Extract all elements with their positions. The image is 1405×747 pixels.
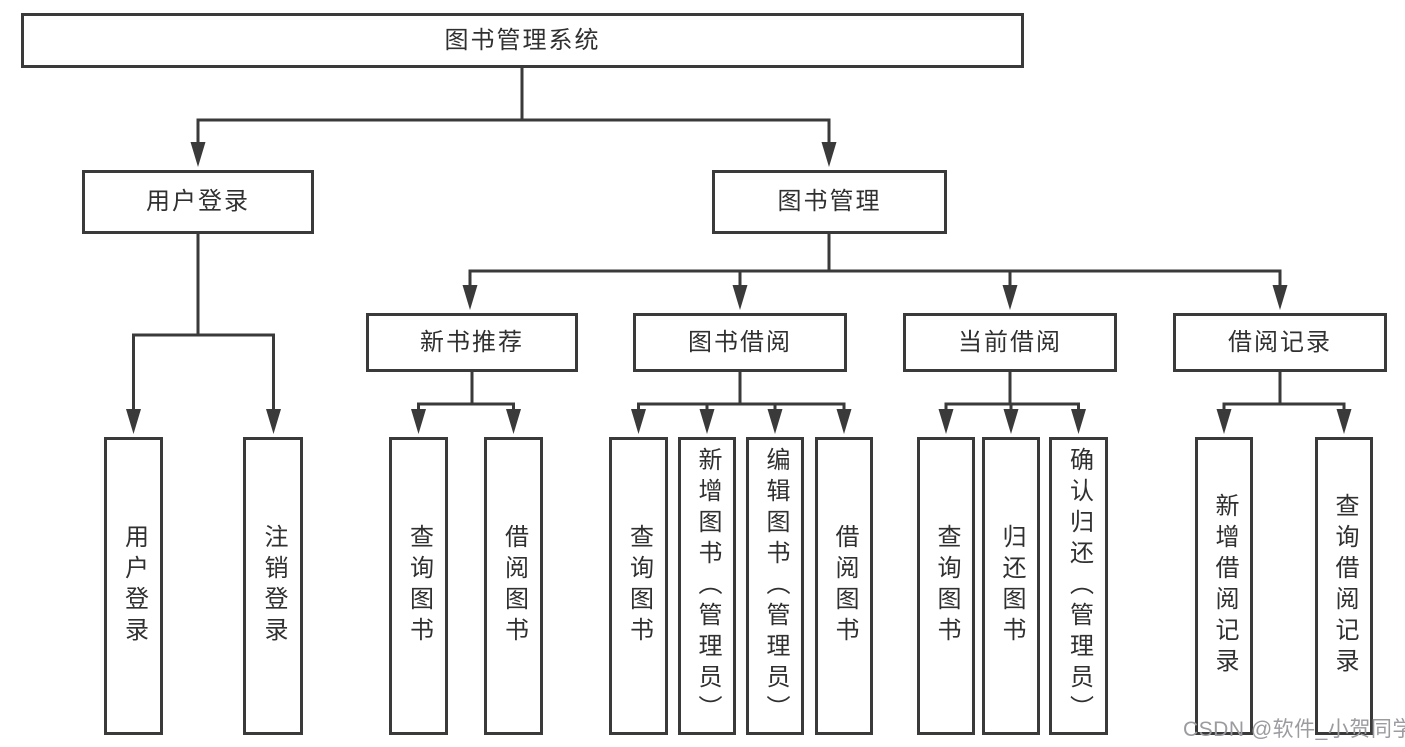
leaf-query-borrow-record: 查询借阅记录 [1315,437,1373,735]
leaf-confirm-return-admin-label: 确认归还（管理员） [1065,446,1093,726]
leaf-query-books-recommend-label: 查询图书 [405,524,433,648]
leaf-borrow-books-label: 借阅图书 [831,524,858,648]
leaf-add-books-admin-label: 新增图书（管理员） [694,446,721,726]
leaf-add-borrow-record-label: 新增借阅记录 [1211,493,1238,679]
leaf-query-books-recommend: 查询图书 [389,437,448,735]
leaf-query-books-borrowing: 查询图书 [609,437,668,735]
node-current-borrowing-label: 当前借阅 [958,328,1062,356]
leaf-add-books-admin: 新增图书（管理员） [678,437,736,735]
leaf-return-books: 归还图书 [982,437,1040,735]
node-book-management-label: 图书管理 [777,188,882,215]
node-user-login-label: 用户登录 [146,188,250,215]
leaf-query-books-borrowing-label: 查询图书 [625,524,653,648]
leaf-edit-books-admin-label: 编辑图书（管理员） [762,446,789,726]
leaf-logout-label: 注销登录 [260,524,287,648]
watermark: CSDN @软件_小贺同学 [1183,718,1405,741]
leaf-return-books-label: 归还图书 [998,524,1025,648]
leaf-query-borrow-record-label: 查询借阅记录 [1331,493,1358,679]
node-borrowing-records: 借阅记录 [1173,313,1387,372]
node-new-book-recommend: 新书推荐 [366,313,578,372]
leaf-borrow-books-recommend-label: 借阅图书 [500,524,528,648]
node-book-borrowing-label: 图书借阅 [688,328,792,356]
node-current-borrowing: 当前借阅 [903,313,1117,372]
node-book-management: 图书管理 [712,170,947,234]
leaf-borrow-books: 借阅图书 [815,437,873,735]
leaf-query-books-current: 查询图书 [917,437,975,735]
leaf-user-login-label: 用户登录 [120,524,148,648]
leaf-confirm-return-admin: 确认归还（管理员） [1049,437,1108,735]
node-new-book-recommend-label: 新书推荐 [420,328,524,356]
node-borrowing-records-label: 借阅记录 [1228,328,1332,356]
leaf-query-books-current-label: 查询图书 [933,524,960,648]
node-root: 图书管理系统 [21,13,1024,68]
leaf-user-login: 用户登录 [104,437,163,735]
node-book-borrowing: 图书借阅 [633,313,847,372]
leaf-logout: 注销登录 [243,437,303,735]
leaf-borrow-books-recommend: 借阅图书 [484,437,543,735]
node-user-login: 用户登录 [82,170,314,234]
leaf-add-borrow-record: 新增借阅记录 [1195,437,1253,735]
node-root-label: 图书管理系统 [444,26,601,54]
leaf-edit-books-admin: 编辑图书（管理员） [746,437,804,735]
